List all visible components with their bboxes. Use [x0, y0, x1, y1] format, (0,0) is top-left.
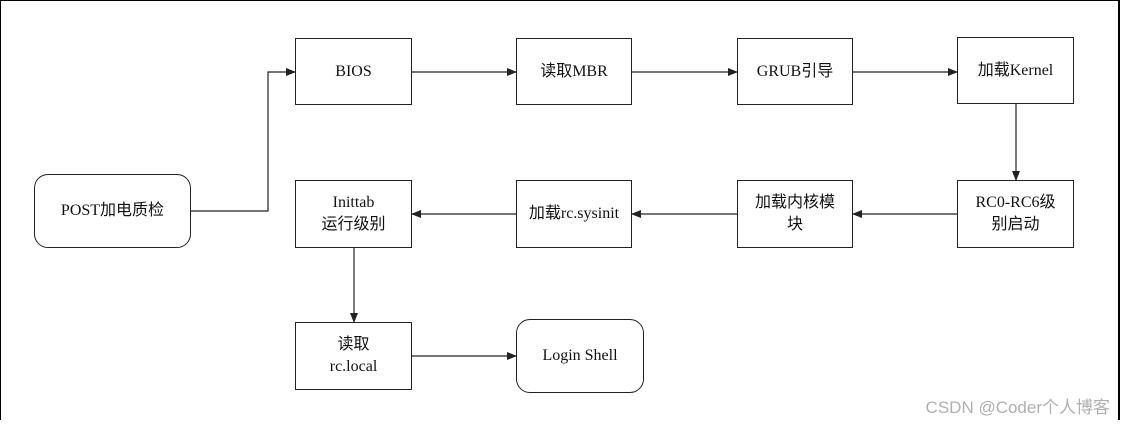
node-grub: GRUB引导 [737, 38, 853, 105]
node-login-shell: Login Shell [516, 319, 644, 393]
arrow-post-to-bios [191, 68, 296, 212]
node-post: POST加电质检 [34, 174, 191, 248]
node-bios: BIOS [295, 38, 412, 105]
node-load-modules: 加载内核模 块 [737, 180, 853, 248]
node-load-sysinit: 加载rc.sysinit [516, 180, 632, 248]
node-runlevel-start: RC0-RC6级 别启动 [957, 180, 1074, 248]
node-read-rclocal: 读取 rc.local [295, 322, 412, 390]
node-read-mbr: 读取MBR [516, 38, 632, 105]
node-inittab: Inittab 运行级别 [295, 180, 412, 248]
node-load-kernel: 加载Kernel [957, 37, 1074, 104]
watermark: CSDN @Coder个人博客 [925, 398, 1110, 417]
